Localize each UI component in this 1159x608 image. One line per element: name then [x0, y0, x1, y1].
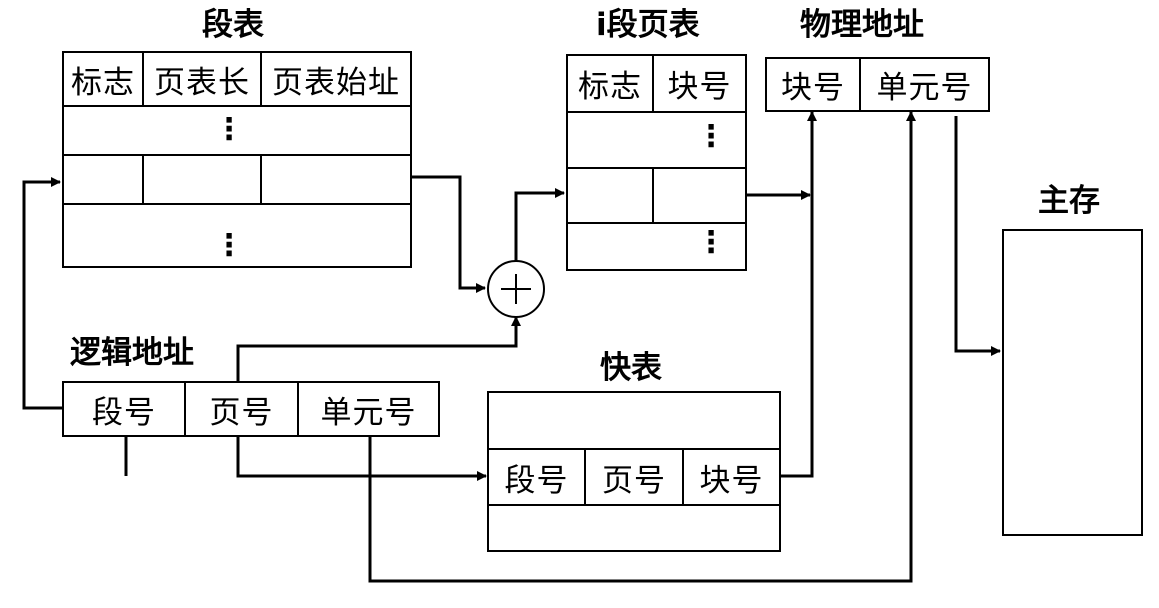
- physical-address-unit-number: 单元号: [876, 70, 973, 106]
- segment-table-header-page-table-length: 页表长: [154, 64, 250, 101]
- main-memory-title: 主存: [1038, 183, 1100, 219]
- page-table: 标志 块号 ⋮ ⋮: [566, 54, 747, 271]
- physaddr-to-memory-arrow: [954, 116, 1001, 356]
- adder-to-pagetable-arrow: [514, 188, 565, 262]
- logical-address-segment-number: 段号: [92, 394, 156, 431]
- segment-table-title: 段表: [202, 7, 264, 43]
- segpage-to-tlb-arrow: [236, 436, 487, 481]
- segno-to-segtable-arrow: [22, 177, 62, 410]
- main-memory: [1002, 229, 1143, 536]
- tlb-title: 快表: [600, 350, 662, 386]
- segment-table-header-page-table-start: 页表始址: [272, 64, 400, 101]
- segment-table-header-flag: 标志: [71, 64, 135, 101]
- segment-table-ellipsis-top: ⋮: [214, 112, 244, 147]
- physical-address: 块号 单元号: [765, 57, 990, 112]
- segment-table: 标志 页表长 页表始址 ⋮ ⋮: [62, 51, 412, 268]
- logical-address-title: 逻辑地址: [70, 335, 194, 371]
- pageno-to-adder-arrow: [236, 316, 521, 384]
- segtable-to-adder-arrow: [412, 175, 486, 293]
- tlb-to-physaddr-arrow: [779, 111, 817, 478]
- tlb-header-block-number: 块号: [699, 462, 764, 499]
- page-table-ellipsis-top: ⋮: [696, 119, 726, 154]
- physical-address-title: 物理地址: [800, 7, 924, 43]
- tlb-header-segment-number: 段号: [504, 462, 569, 499]
- physical-address-block-number: 块号: [781, 70, 845, 106]
- adder-circle: [487, 260, 545, 318]
- logical-address-page-number: 页号: [209, 394, 274, 431]
- page-table-title: i段页表: [596, 7, 700, 43]
- logical-address: 段号 页号 单元号: [62, 381, 440, 437]
- page-table-ellipsis-bottom: ⋮: [696, 225, 726, 260]
- segment-table-ellipsis-bottom: ⋮: [214, 228, 244, 263]
- unitno-to-physaddr-arrow: [368, 111, 916, 583]
- page-table-header-block-number: 块号: [667, 69, 732, 105]
- page-table-header-flag: 标志: [578, 69, 642, 105]
- tlb-header-page-number: 页号: [602, 462, 666, 499]
- logical-address-unit-number: 单元号: [320, 394, 417, 431]
- tlb: 段号 页号 块号: [487, 391, 781, 552]
